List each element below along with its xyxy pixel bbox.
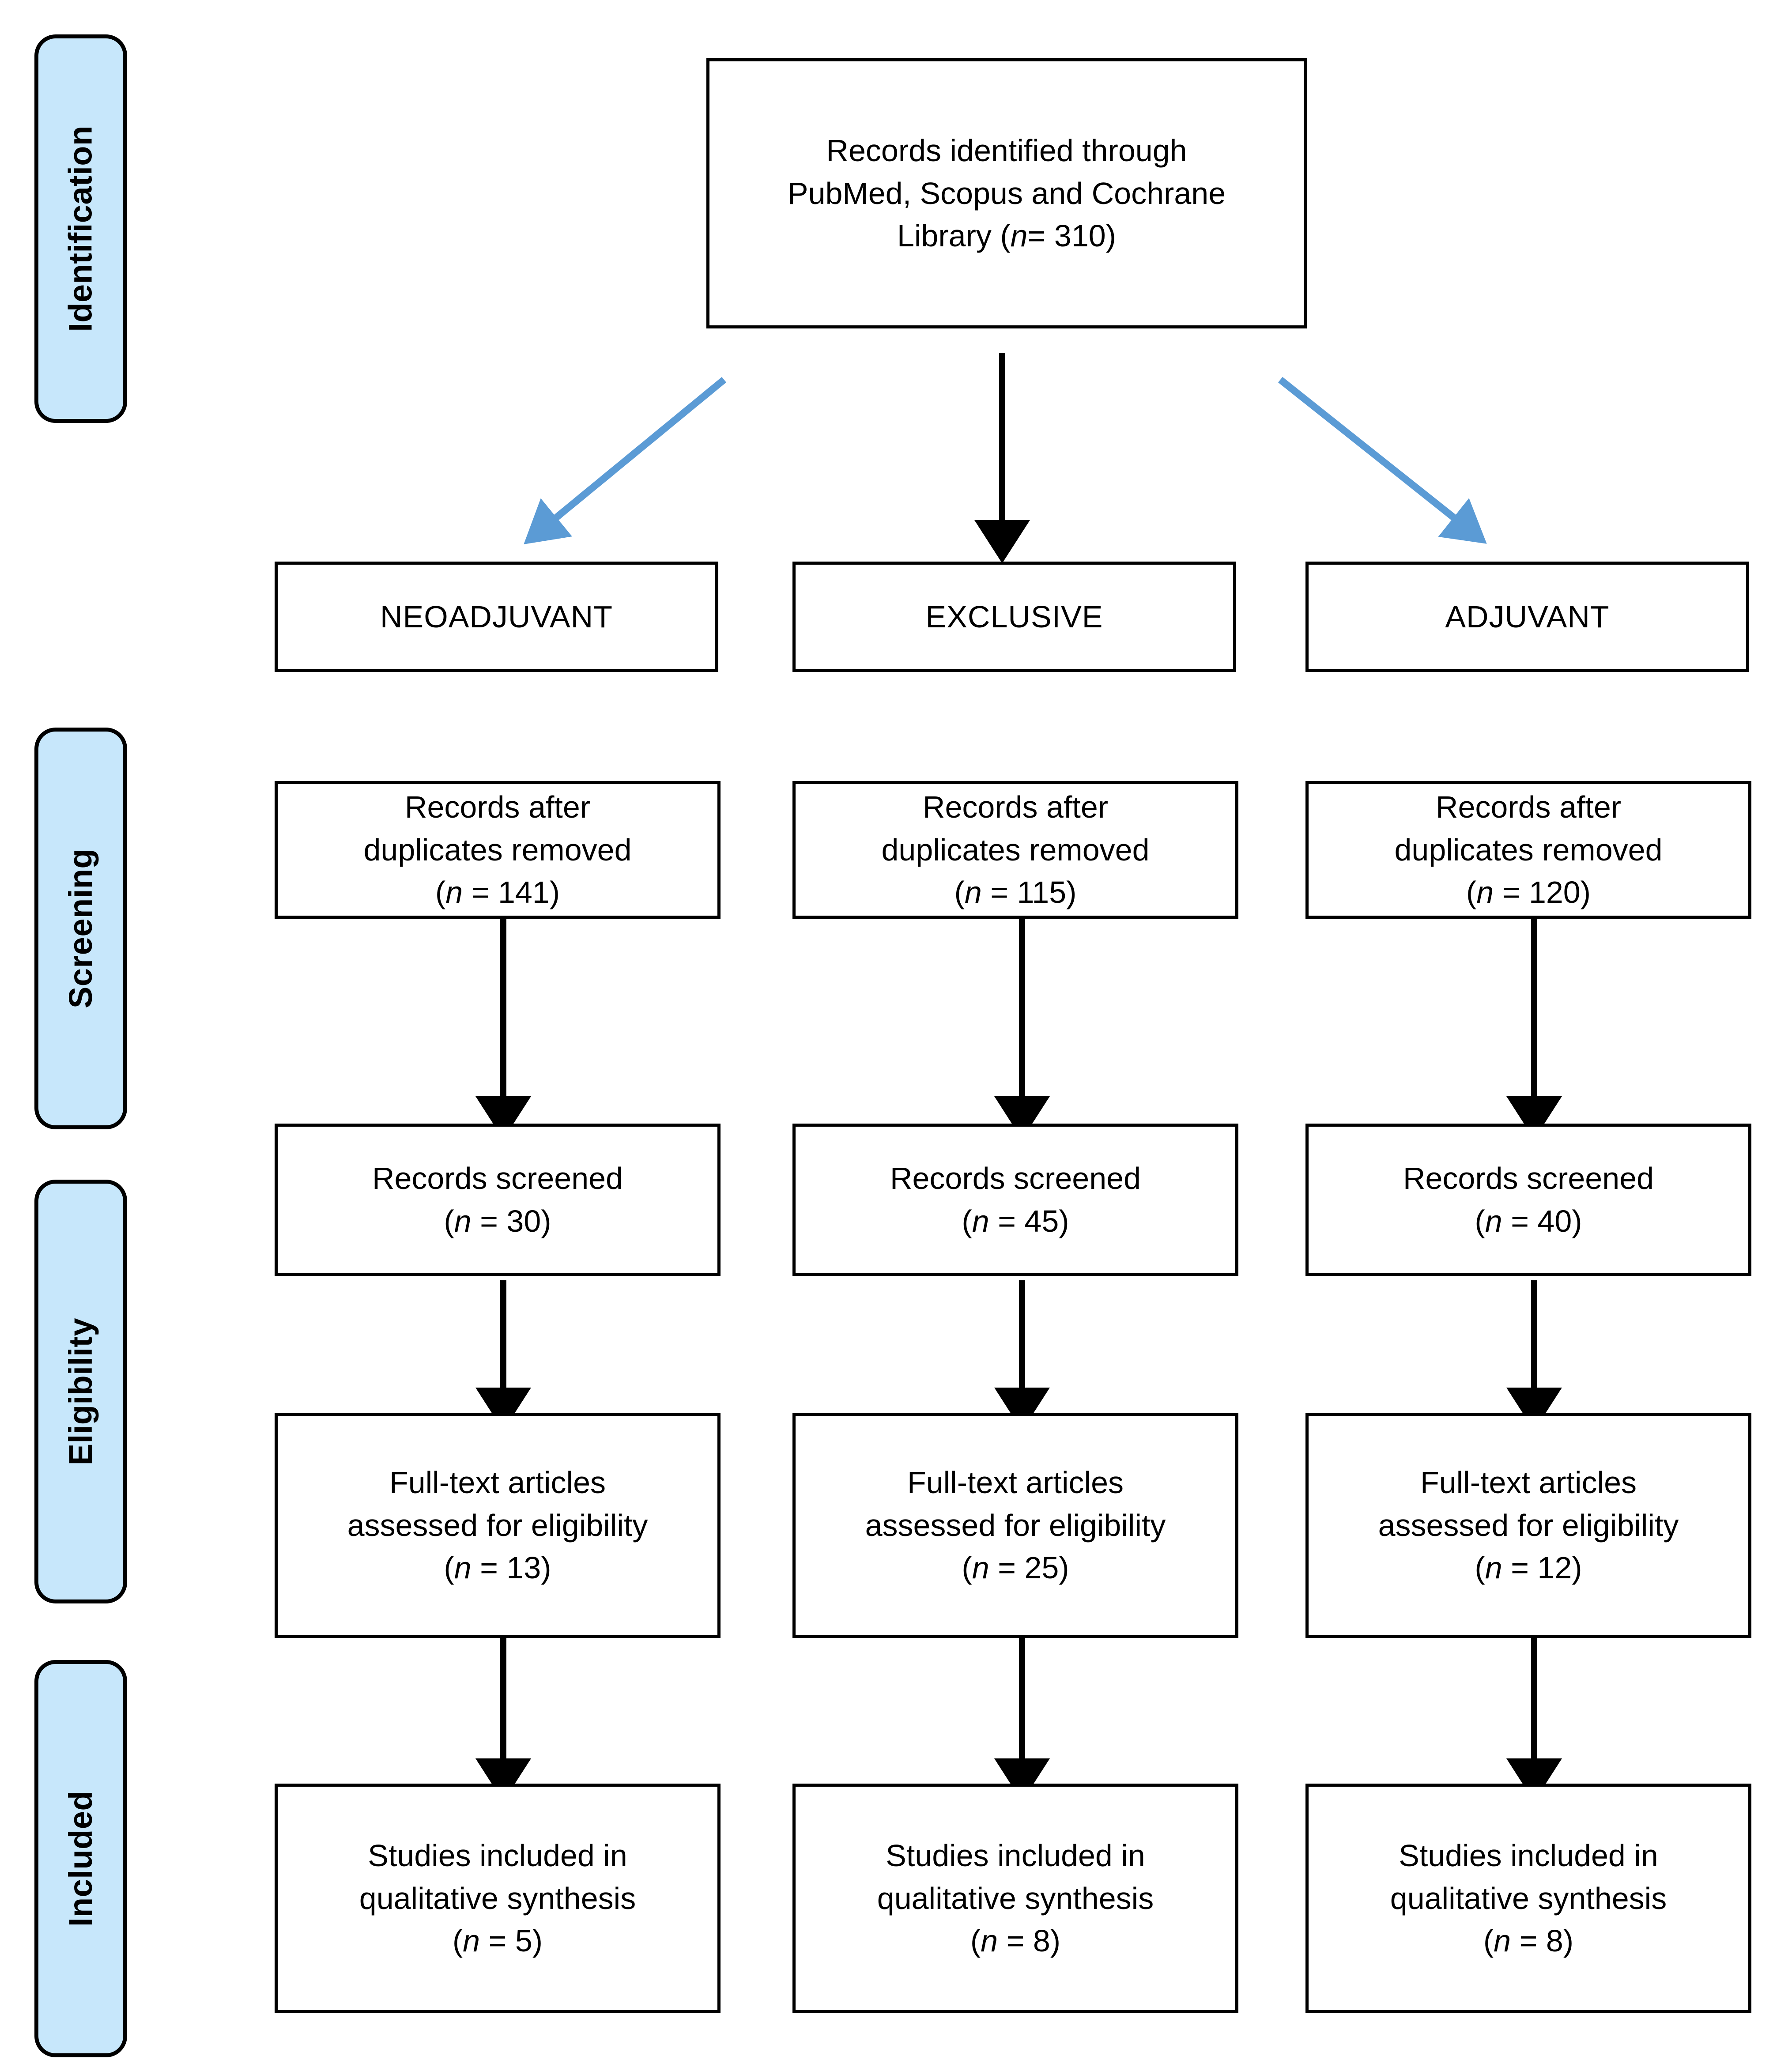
row1-col2-line2: duplicates removed [881, 832, 1150, 867]
phase-label-identification: Identification [34, 34, 127, 423]
flow-box-records-after-duplicates-col1: Records after duplicates removed (n = 14… [275, 781, 721, 919]
row4-col1-n-symbol: n [463, 1924, 480, 1958]
row4-col2-n-value: = 8) [998, 1924, 1061, 1958]
row4-col3-n-value: = 8) [1511, 1924, 1574, 1958]
row3-col3-line1: Full-text articles [1420, 1465, 1637, 1500]
phase-label-eligibility: Eligibility [34, 1180, 127, 1603]
arrow-source-to-adjuvant [1278, 377, 1487, 544]
category-box-exclusive: EXCLUSIVE [792, 562, 1236, 672]
source-line-2: PubMed, Scopus and Cochrane [787, 176, 1226, 211]
source-records-text: Records identified through PubMed, Scopu… [780, 129, 1234, 257]
flow-box-studies-included-col2: Studies included in qualitative synthesi… [792, 1784, 1238, 2013]
flow-box-records-screened-col1: Records screened (n = 30) [275, 1124, 721, 1276]
row1-col1-line2: duplicates removed [363, 832, 632, 867]
category-label-exclusive: EXCLUSIVE [925, 600, 1103, 634]
row1-col3-n-value: = 120) [1494, 875, 1591, 910]
row2-col1-n-prefix: ( [444, 1203, 454, 1238]
row2-col2-line1: Records screened [890, 1161, 1141, 1196]
phase-label-screening-text: Screening [62, 848, 99, 1009]
row4-col3-n-symbol: n [1494, 1924, 1511, 1958]
category-label-neoadjuvant: NEOADJUVANT [380, 600, 613, 634]
row4-col3-n-prefix: ( [1483, 1924, 1494, 1958]
row3-col3-n-value: = 12) [1502, 1550, 1582, 1585]
row4-col1-n-value: = 5) [480, 1924, 543, 1958]
row4-col2-line1: Studies included in [886, 1838, 1145, 1873]
row3-col3-line2: assessed for eligibility [1378, 1508, 1679, 1543]
arrow-source-to-neoadjuvant [524, 377, 727, 544]
row4-col2-n-symbol: n [981, 1924, 998, 1958]
row2-col1-n-value: = 30) [471, 1203, 551, 1238]
source-line-3-prefix: Library ( [897, 219, 1011, 253]
row1-col2-n-value: = 115) [981, 875, 1077, 910]
row2-col2-n-prefix: ( [962, 1203, 972, 1238]
phase-label-included-text: Included [62, 1790, 99, 1927]
flow-box-fulltext-assessed-col1: Full-text articles assessed for eligibil… [275, 1413, 721, 1638]
row1-col1-line1: Records after [404, 790, 591, 825]
row4-col3-line2: qualitative synthesis [1390, 1881, 1667, 1916]
row4-col1-line1: Studies included in [368, 1838, 627, 1873]
row1-col2-line1: Records after [922, 790, 1109, 825]
row2-col2-n-value: = 45) [989, 1203, 1069, 1238]
phase-label-screening: Screening [34, 728, 127, 1129]
flow-box-records-after-duplicates-col2: Records after duplicates removed (n = 11… [792, 781, 1238, 919]
row3-col2-line1: Full-text articles [907, 1465, 1124, 1500]
flow-box-records-after-duplicates-col3: Records after duplicates removed (n = 12… [1305, 781, 1751, 919]
row3-col2-n-prefix: ( [962, 1550, 972, 1585]
source-line-3-n-symbol: n [1010, 219, 1028, 253]
phase-label-eligibility-text: Eligibility [62, 1317, 99, 1466]
flow-box-fulltext-assessed-col2: Full-text articles assessed for eligibil… [792, 1413, 1238, 1638]
row4-col3-line1: Studies included in [1399, 1838, 1658, 1873]
row1-col3-n-symbol: n [1476, 875, 1494, 910]
category-box-neoadjuvant: NEOADJUVANT [275, 562, 718, 672]
row2-col3-n-prefix: ( [1475, 1203, 1485, 1238]
row4-col2-n-prefix: ( [970, 1924, 981, 1958]
phase-label-identification-text: Identification [62, 125, 99, 332]
row3-col3-n-symbol: n [1485, 1550, 1502, 1585]
row1-col3-line1: Records after [1435, 790, 1622, 825]
row1-col3-n-prefix: ( [1466, 875, 1477, 910]
row2-col3-line1: Records screened [1403, 1161, 1654, 1196]
row3-col2-line2: assessed for eligibility [865, 1508, 1166, 1543]
row2-col1-line1: Records screened [372, 1161, 623, 1196]
category-label-adjuvant: ADJUVANT [1445, 600, 1610, 634]
row2-col3-n-symbol: n [1485, 1203, 1502, 1238]
row2-col2-n-symbol: n [972, 1203, 989, 1238]
row1-col1-n-prefix: ( [435, 875, 446, 910]
row3-col1-n-value: = 13) [471, 1550, 551, 1585]
source-line-1: Records identified through [826, 133, 1187, 168]
row1-col1-n-symbol: n [445, 875, 463, 910]
category-box-adjuvant: ADJUVANT [1305, 562, 1749, 672]
row1-col3-line2: duplicates removed [1394, 832, 1663, 867]
phase-label-included: Included [34, 1660, 127, 2057]
row3-col3-n-prefix: ( [1475, 1550, 1485, 1585]
row2-col1-n-symbol: n [454, 1203, 472, 1238]
row1-col1-n-value: = 141) [463, 875, 560, 910]
flow-box-records-screened-col3: Records screened (n = 40) [1305, 1124, 1751, 1276]
row3-col1-line1: Full-text articles [389, 1465, 606, 1500]
row4-col2-line2: qualitative synthesis [877, 1881, 1154, 1916]
flow-box-fulltext-assessed-col3: Full-text articles assessed for eligibil… [1305, 1413, 1751, 1638]
row4-col1-line2: qualitative synthesis [359, 1881, 636, 1916]
row3-col2-n-value: = 25) [989, 1550, 1069, 1585]
flow-box-studies-included-col3: Studies included in qualitative synthesi… [1305, 1784, 1751, 2013]
flow-box-records-screened-col2: Records screened (n = 45) [792, 1124, 1238, 1276]
source-records-box: Records identified through PubMed, Scopu… [706, 58, 1307, 328]
row4-col1-n-prefix: ( [452, 1924, 463, 1958]
row3-col1-n-prefix: ( [444, 1550, 454, 1585]
row3-col1-line2: assessed for eligibility [347, 1508, 648, 1543]
flow-box-studies-included-col1: Studies included in qualitative synthesi… [275, 1784, 721, 2013]
row1-col2-n-symbol: n [964, 875, 982, 910]
row3-col1-n-symbol: n [454, 1550, 472, 1585]
source-line-3-suffix: = 310) [1027, 219, 1117, 253]
row2-col3-n-value: = 40) [1502, 1203, 1582, 1238]
row3-col2-n-symbol: n [972, 1550, 989, 1585]
row1-col2-n-prefix: ( [954, 875, 965, 910]
